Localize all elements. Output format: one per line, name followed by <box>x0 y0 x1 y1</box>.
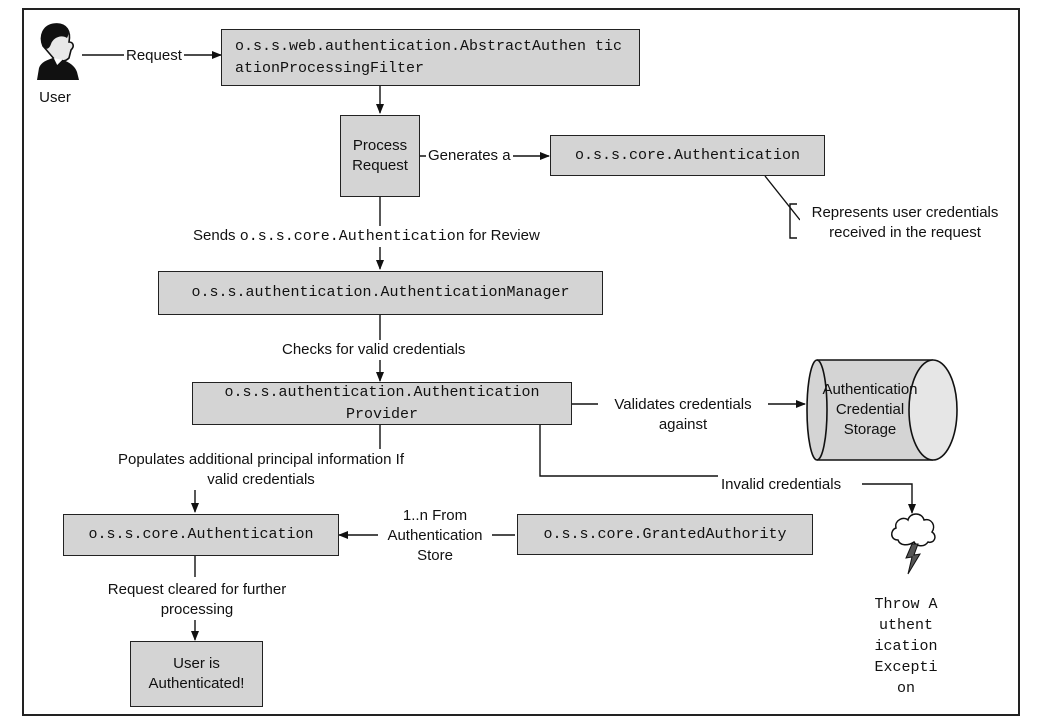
authentication-manager-node: o.s.s.authentication.AuthenticationManag… <box>158 271 603 315</box>
edge-label-populates: Populates additional principal informati… <box>108 450 414 490</box>
diagram-frame <box>22 8 1020 716</box>
edge-label-from-store: 1..n From Authentication Store <box>378 506 492 566</box>
sends-suffix: for Review <box>468 227 540 244</box>
filter-node-label: o.s.s.web.authentication.AbstractAuthen … <box>235 37 623 77</box>
granted-authority-node: o.s.s.core.GrantedAuthority <box>517 514 813 555</box>
user-authenticated-label: User is Authenticated! <box>148 655 245 692</box>
edge-invalid-to-exception <box>862 483 916 514</box>
sends-code: o.s.s.core.Authentication <box>239 228 465 245</box>
edge-label-checks: Checks for valid credentials <box>280 340 468 360</box>
authentication-bottom-node: o.s.s.core.Authentication <box>63 514 339 556</box>
annotation-leader <box>764 175 801 221</box>
user-label: User <box>33 88 77 108</box>
throw-exception-label: Throw Authent ication Excepti on <box>874 594 938 699</box>
edge-label-request: Request <box>124 46 184 66</box>
authentication-provider-label: o.s.s.authentication.Authentication Prov… <box>224 383 540 423</box>
edge-provider-invalid <box>539 425 718 477</box>
credential-storage-label: Authentication Credential Storage <box>822 381 918 438</box>
annotation-bracket <box>789 203 797 239</box>
edge-label-sends-for-review: Sends o.s.s.core.Authentication for Revi… <box>191 226 542 247</box>
edge-label-validates: Validates credentials against <box>598 395 768 435</box>
annotation-user-credentials: Represents user credentials received in … <box>800 203 1010 243</box>
exception-lightning-icon <box>891 513 936 575</box>
authentication-top-label: o.s.s.core.Authentication <box>574 146 801 164</box>
process-request-label: Process Request <box>352 137 408 174</box>
edge-label-generates: Generates a <box>426 146 513 166</box>
abstract-authentication-processing-filter-node: o.s.s.web.authentication.AbstractAuthen … <box>221 29 640 86</box>
authentication-provider-node: o.s.s.authentication.Authentication Prov… <box>192 382 572 425</box>
user-icon <box>37 23 79 80</box>
credential-storage-node <box>806 359 958 461</box>
authentication-top-node: o.s.s.core.Authentication <box>550 135 825 176</box>
authentication-bottom-label: o.s.s.core.Authentication <box>88 526 314 543</box>
edge-label-cleared: Request cleared for further processing <box>95 580 299 620</box>
granted-authority-label: o.s.s.core.GrantedAuthority <box>543 525 787 543</box>
authentication-manager-label: o.s.s.authentication.AuthenticationManag… <box>191 284 570 301</box>
sends-prefix: Sends <box>193 227 236 244</box>
process-request-node: Process Request <box>340 115 420 197</box>
edge-label-invalid: Invalid credentials <box>719 475 844 495</box>
user-authenticated-node: User is Authenticated! <box>130 641 263 707</box>
